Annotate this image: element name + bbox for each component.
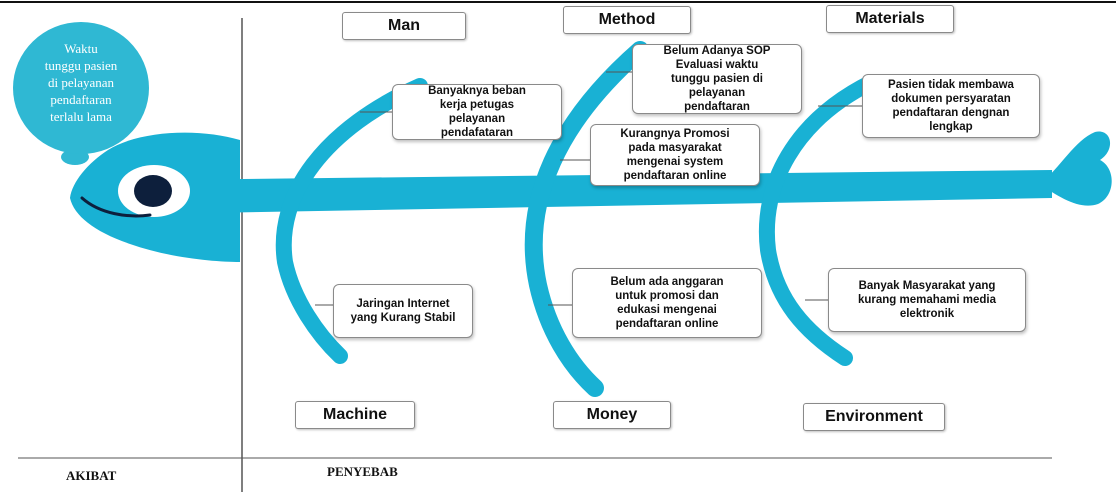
label-akibat: AKIBAT xyxy=(66,468,117,483)
category-man: Man xyxy=(342,12,466,40)
fish-mouth xyxy=(80,196,152,218)
category-machine: Machine xyxy=(295,401,415,429)
bone-method xyxy=(524,41,649,397)
category-method: Method xyxy=(563,6,691,34)
label-penyebab: PENYEBAB xyxy=(327,464,398,479)
cause-environment: Banyak Masyarakat yang kurang memahami m… xyxy=(828,268,1026,332)
category-materials: Materials xyxy=(826,5,954,33)
effect-text: Waktu tunggu pasien di pelayanan pendaft… xyxy=(44,41,118,124)
cause-machine: Jaringan Internet yang Kurang Stabil xyxy=(333,284,473,338)
category-money: Money xyxy=(553,401,671,429)
category-environment: Environment xyxy=(803,403,945,431)
fish-eye-pupil xyxy=(134,175,172,207)
cause-materials: Pasien tidak membawa dokumen persyaratan… xyxy=(862,74,1040,138)
fish-tail xyxy=(1040,131,1112,206)
bone-materials xyxy=(759,74,880,366)
thought-bubble xyxy=(13,22,149,154)
fish-spine xyxy=(150,170,1052,214)
cause-man: Banyaknya beban kerja petugas pelayanan … xyxy=(392,84,562,140)
cause-method-promosi: Kurangnya Promosi pada masyarakat mengen… xyxy=(590,124,760,186)
cause-money: Belum ada anggaran untuk promosi dan edu… xyxy=(572,268,762,338)
cause-method-sop: Belum Adanya SOP Evaluasi waktu tunggu p… xyxy=(632,44,802,114)
bone-man-stroke xyxy=(275,78,428,364)
